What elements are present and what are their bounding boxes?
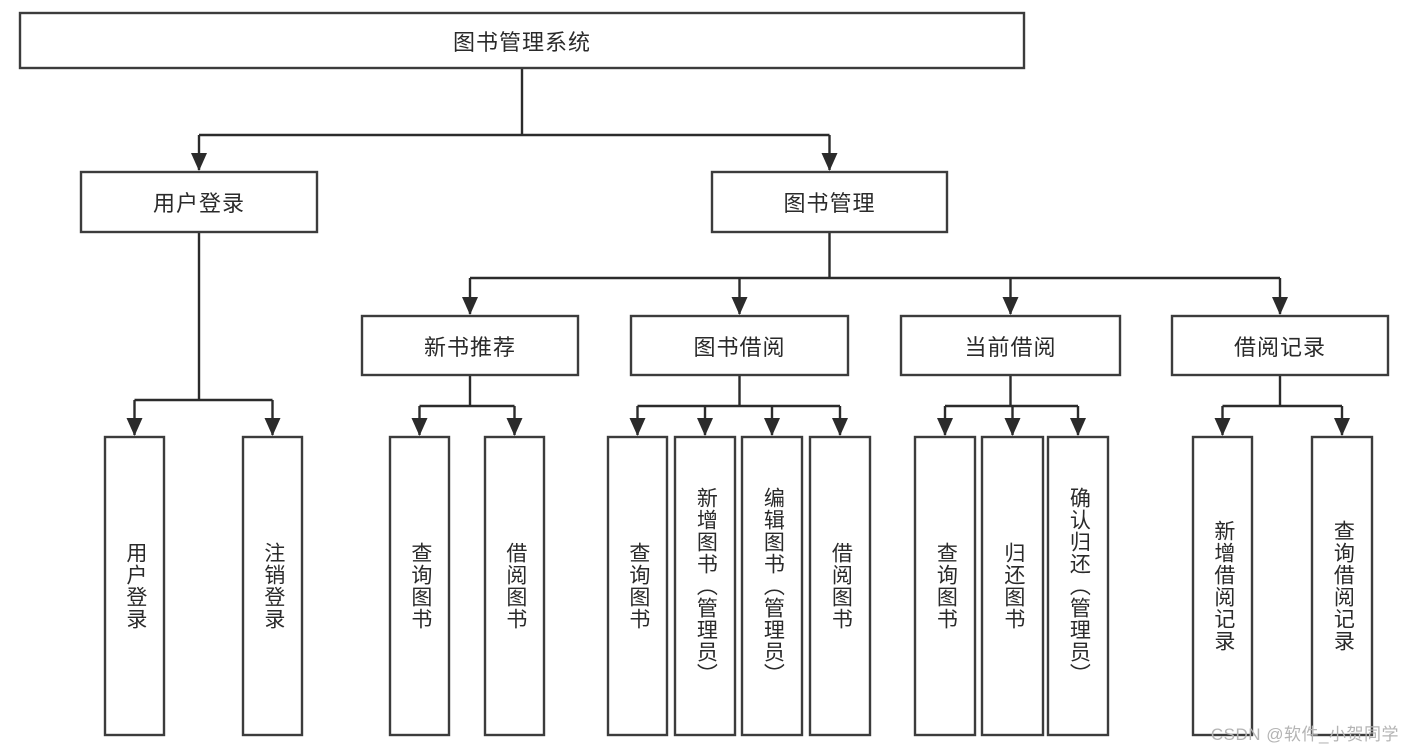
arrow-head-icon [1004, 418, 1021, 436]
node-box-leaf-9 [980, 435, 1045, 737]
watermark-text: CSDN @软件_小贺同学 [1210, 725, 1399, 744]
arrow-head-icon [629, 418, 646, 436]
node-box-root [18, 11, 1026, 70]
arrow-head-icon [1214, 418, 1231, 436]
arrow-head-icon [1334, 418, 1350, 436]
arrow-head-icon [1070, 418, 1086, 436]
node-box-level3-2 [899, 314, 1122, 377]
node-label-level3-0: 新书推荐 [423, 334, 516, 360]
node-box-leaf-12 [1310, 435, 1374, 737]
node-box-leaf-8 [913, 435, 977, 737]
arrow-head-icon [264, 418, 281, 436]
node-box-leaf-7 [808, 435, 872, 737]
node-box-leaf-4 [606, 435, 669, 737]
node-label-level3-2: 当前借阅 [964, 334, 1057, 360]
node-label-level3-3: 借阅记录 [1233, 334, 1326, 360]
node-label-level3-1: 图书借阅 [693, 334, 786, 360]
node-box-level2-1 [710, 170, 949, 234]
node-box-leaf-2 [388, 435, 451, 737]
node-box-leaf-11 [1191, 435, 1254, 737]
arrow-head-icon [462, 297, 478, 315]
node-box-leaf-10 [1046, 435, 1110, 737]
arrow-head-icon [697, 418, 713, 436]
arrow-head-icon [1272, 297, 1288, 315]
arrow-head-icon [126, 418, 143, 436]
arrow-head-icon [764, 418, 780, 436]
node-label-root: 图书管理系统 [452, 29, 591, 55]
node-box-leaf-1 [241, 435, 304, 737]
arrow-head-icon [832, 418, 848, 436]
arrow-head-icon [937, 418, 953, 436]
node-box-leaf-6 [740, 435, 804, 737]
arrow-head-icon [411, 418, 428, 436]
arrow-head-icon [731, 297, 748, 315]
connector-layer [126, 68, 1350, 436]
node-box-leaf-0 [103, 435, 166, 737]
node-label-level2-1: 图书管理 [783, 191, 876, 216]
node-box-level3-3 [1170, 314, 1390, 377]
arrow-head-icon [506, 418, 523, 436]
node-label-level2-0: 用户登录 [152, 191, 245, 216]
arrow-head-icon [191, 153, 207, 171]
arrow-head-icon [821, 153, 838, 171]
arrow-head-icon [1002, 297, 1019, 315]
node-box-leaf-5 [673, 435, 737, 737]
box-layer [18, 11, 1390, 737]
node-box-level2-0 [79, 170, 319, 234]
node-box-level3-0 [360, 314, 580, 377]
node-box-level3-1 [629, 314, 850, 377]
node-box-leaf-3 [483, 435, 546, 737]
